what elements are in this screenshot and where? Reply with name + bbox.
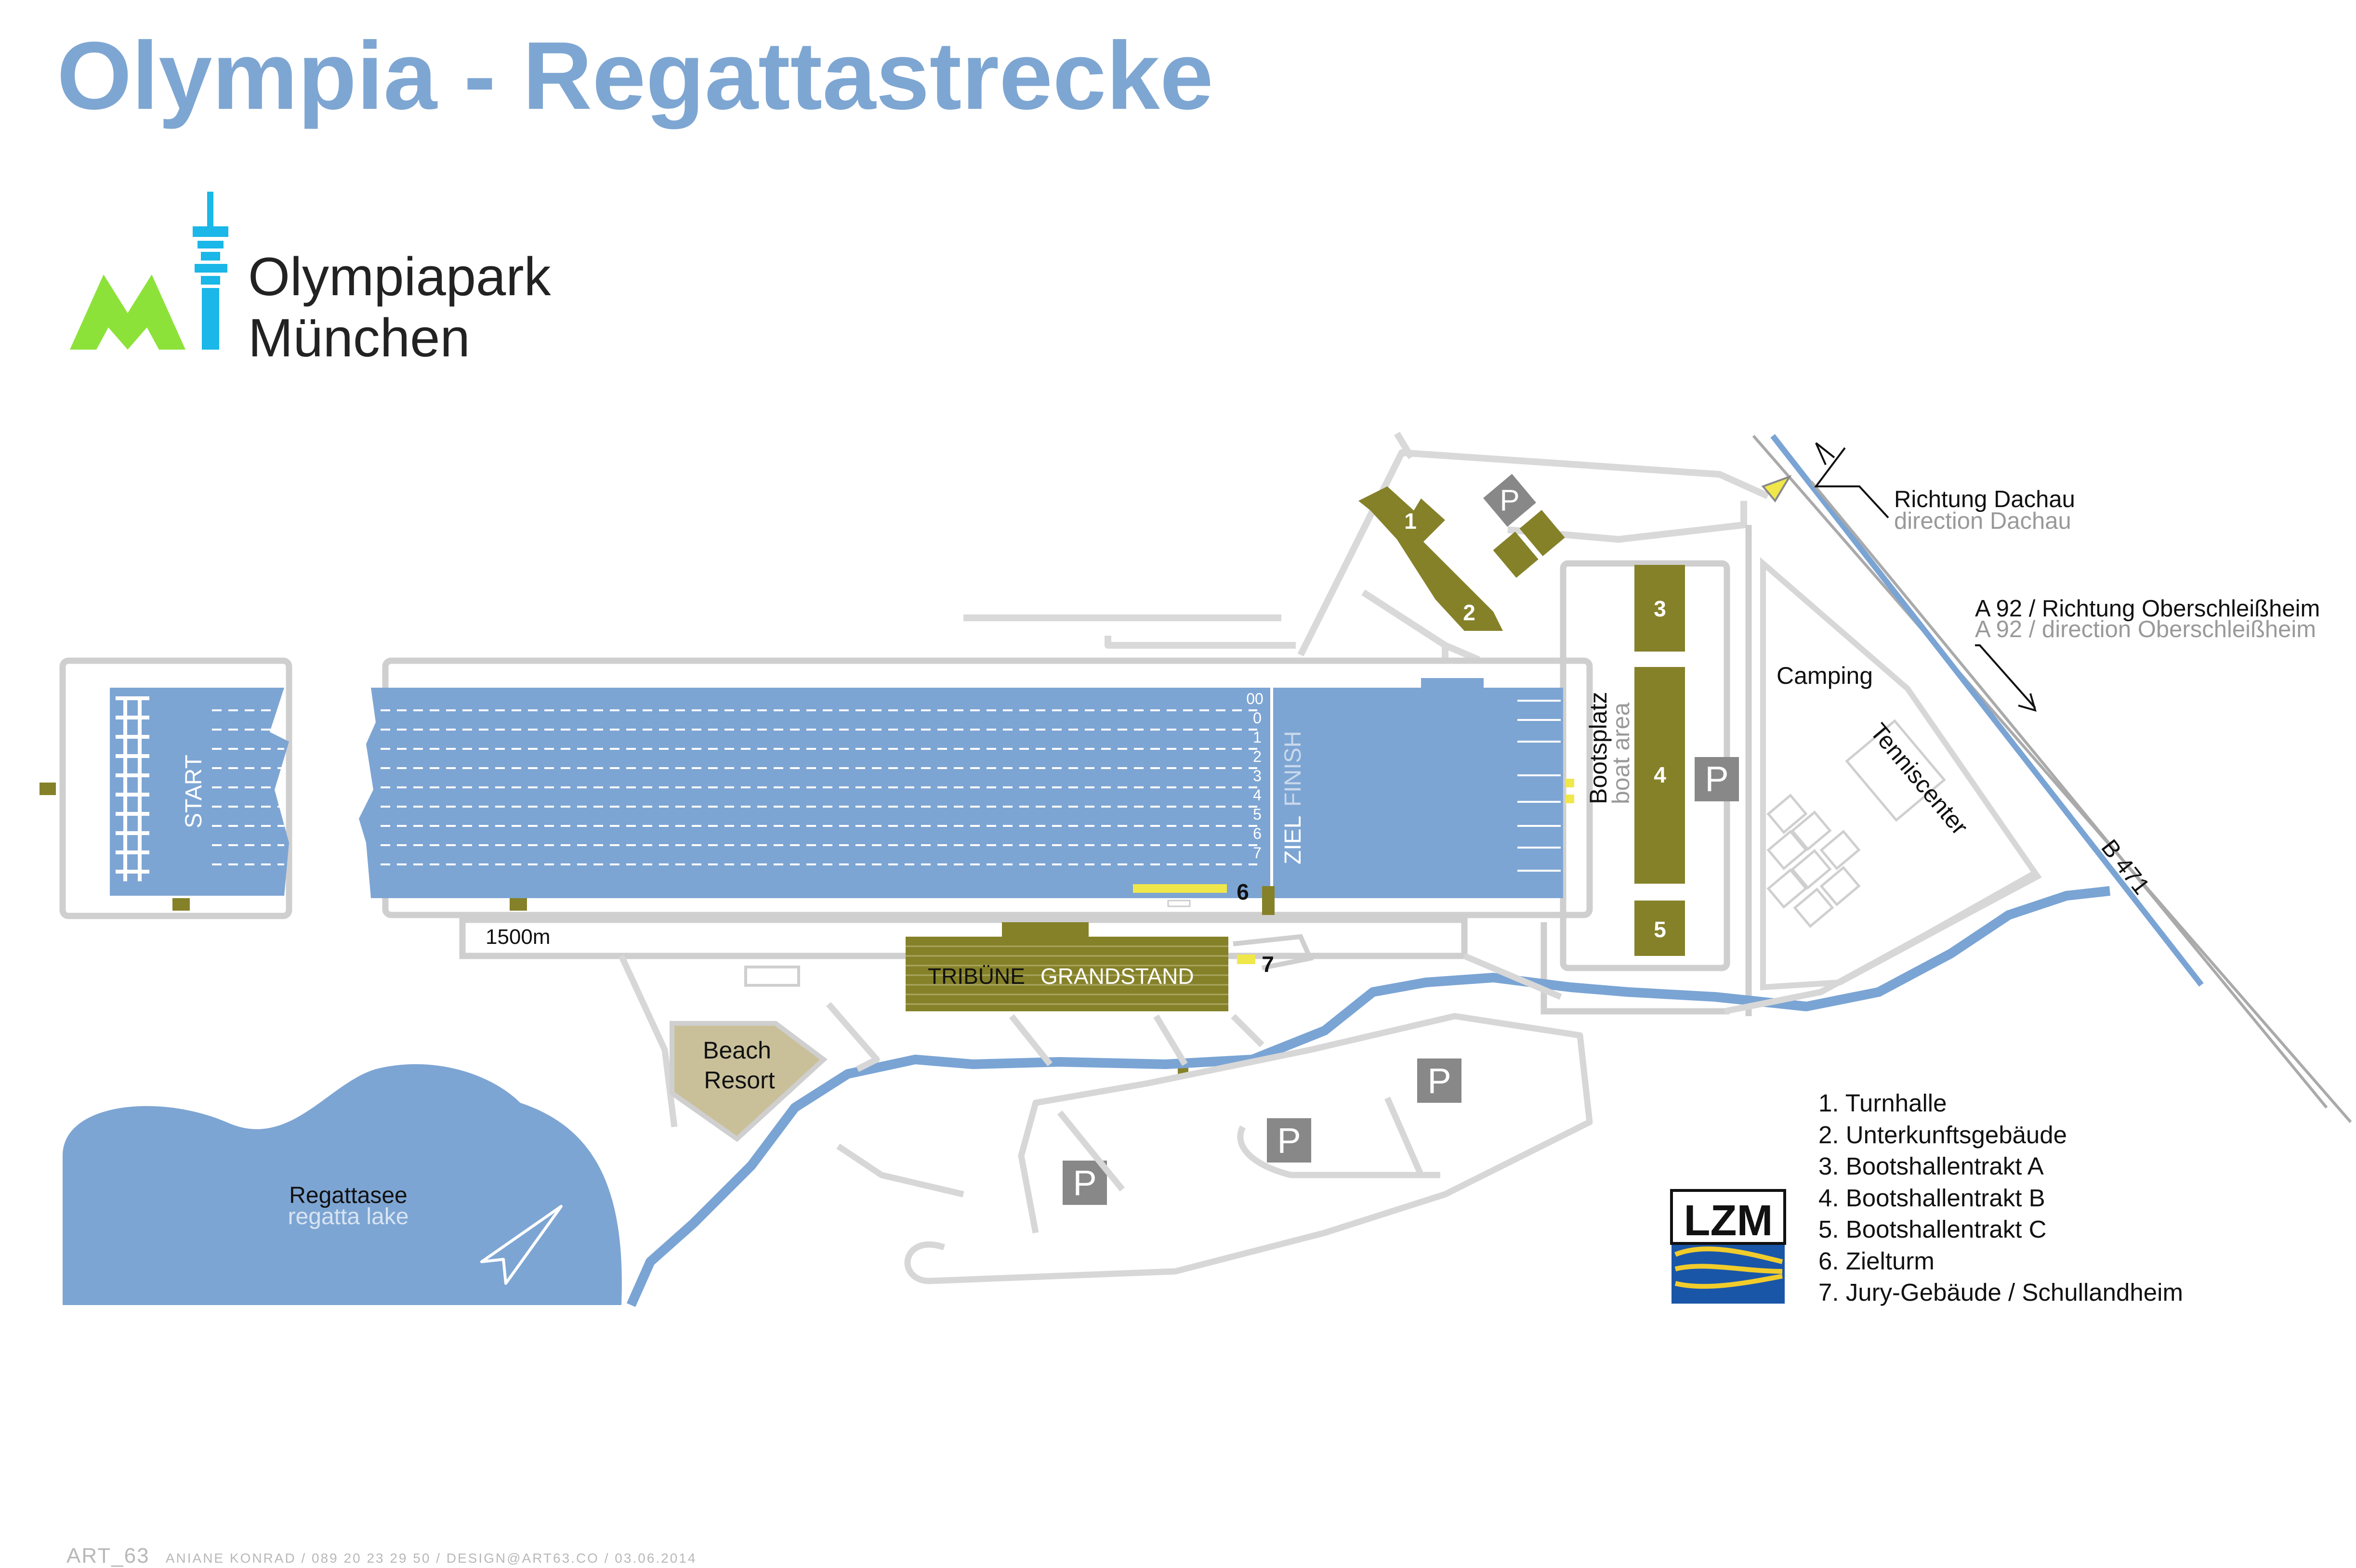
marker-1: 1 xyxy=(1404,509,1417,534)
lane-label: 6 xyxy=(1253,825,1262,842)
zielturm-base xyxy=(1167,900,1191,907)
marker-7: 7 xyxy=(1262,952,1274,977)
parking-south-2: P xyxy=(1267,1118,1311,1163)
parking-sign-label: P xyxy=(1277,1121,1301,1161)
lane-label: 5 xyxy=(1253,806,1262,823)
beach-resort: Beach Resort xyxy=(670,1021,828,1142)
direction-arrows xyxy=(1814,442,2037,712)
marker-5: 5 xyxy=(1654,917,1666,942)
legend: 1. Turnhalle 2. Unterkunftsgebäude 3. Bo… xyxy=(1818,1087,2183,1308)
direction-labels: Richtung Dachau direction Dachau A 92 / … xyxy=(1894,486,2320,900)
regatta-lake: Regattasee regatta lake xyxy=(63,1064,622,1305)
parking-north: P xyxy=(1483,474,1536,527)
lane-label: 4 xyxy=(1253,786,1262,804)
legend-item: 7. Jury-Gebäude / Schullandheim xyxy=(1818,1279,2183,1306)
small-structures xyxy=(39,783,1275,1076)
distance-label: 1500m xyxy=(486,925,551,949)
brand-wordmark: Olympiapark München xyxy=(248,247,551,368)
dachau-de: Richtung Dachau xyxy=(1894,486,2075,512)
footer-credit: ART_63 ANIANE KONRAD / 089 20 23 29 50 /… xyxy=(66,1544,697,1568)
legend-item: 2. Unterkunftsgebäude xyxy=(1818,1121,2067,1149)
start-label: START xyxy=(181,755,207,828)
lane-label: 1 xyxy=(1253,729,1262,746)
boat-area-en: boat area xyxy=(1607,703,1634,804)
dachau-en: direction Dachau xyxy=(1894,508,2071,534)
building-1 xyxy=(1358,486,1503,631)
a92-en: A 92 / direction Oberschleißheim xyxy=(1975,616,2316,642)
buildings xyxy=(1358,486,1685,956)
lane-label: 0 xyxy=(1253,709,1262,727)
lane-label: 00 xyxy=(1246,690,1264,707)
start-basin: START xyxy=(110,688,289,896)
a92-de: A 92 / Richtung Oberschleißheim xyxy=(1975,596,2320,622)
parking-sign-label: P xyxy=(1500,484,1519,517)
parking-south-1: P xyxy=(1417,1058,1461,1103)
parking-signs: P P P P P xyxy=(1063,474,1739,1205)
ziel-label: ZIEL xyxy=(1280,816,1306,864)
beach-label-2: Resort xyxy=(704,1067,775,1094)
tribune-en: GRANDSTAND xyxy=(1040,964,1194,989)
building-5 xyxy=(1634,901,1685,956)
beach-label-1: Beach xyxy=(703,1037,771,1064)
lane-label: 7 xyxy=(1253,844,1262,862)
lake-label-en: regatta lake xyxy=(288,1204,409,1229)
footer-text: ANIANE KONRAD / 089 20 23 29 50 / DESIGN… xyxy=(165,1551,697,1566)
parking-south-3: P xyxy=(1063,1161,1107,1205)
legend-item: 6. Zielturm xyxy=(1818,1247,1935,1275)
marker-4: 4 xyxy=(1654,762,1666,787)
building-4 xyxy=(1634,667,1685,884)
camping-label: Camping xyxy=(1777,662,1873,689)
marker-2: 2 xyxy=(1463,600,1475,625)
lane-label: 3 xyxy=(1253,767,1262,784)
zielturm-bar xyxy=(1133,884,1227,893)
northern-roads xyxy=(963,431,1769,663)
dachau-arrow xyxy=(1761,475,1792,503)
marker-3: 3 xyxy=(1654,596,1666,621)
boat-area-markers xyxy=(1566,779,1574,803)
finish-label: FINISH xyxy=(1280,731,1306,807)
lzm-text: LZM xyxy=(1684,1197,1773,1245)
footer-brand: ART_63 xyxy=(66,1544,150,1568)
tribune: TRIBÜNE GRANDSTAND xyxy=(906,922,1228,1011)
legend-item: 1. Turnhalle xyxy=(1818,1089,1947,1117)
parking-sign-label: P xyxy=(1705,759,1728,799)
brand-line-2: München xyxy=(248,307,470,368)
legend-item: 3. Bootshallentrakt A xyxy=(1818,1152,2044,1180)
paper-plane-icon xyxy=(480,1205,563,1285)
legend-item: 4. Bootshallentrakt B xyxy=(1818,1184,2045,1212)
tribune-de: TRIBÜNE xyxy=(928,964,1025,989)
olympiapark-logo xyxy=(70,192,228,350)
brand-line-1: Olympiapark xyxy=(248,247,551,307)
parking-sign-label: P xyxy=(1073,1163,1096,1203)
camping-area xyxy=(1760,557,2042,991)
main-course: 00 0 1 2 3 4 5 6 7 ZIEL FINISH xyxy=(359,678,1563,898)
tennis-courts xyxy=(1766,719,1946,928)
lane-label: 2 xyxy=(1253,748,1262,765)
lake-label-de: Regattasee xyxy=(289,1183,408,1208)
legend-item: 5. Bootshallentrakt C xyxy=(1818,1215,2047,1243)
building-3 xyxy=(1634,565,1685,652)
parking-east: P xyxy=(1695,757,1739,801)
southern-roads xyxy=(619,869,2040,1284)
lzm-logo: LZM xyxy=(1670,1189,1786,1304)
parking-sign-label: P xyxy=(1427,1061,1451,1101)
highway-b471 xyxy=(1752,434,2352,1123)
distance-platform xyxy=(744,966,800,987)
river xyxy=(626,886,2111,1307)
page-title: Olympia - Regattastrecke xyxy=(57,22,1213,130)
jury-building xyxy=(1237,954,1255,964)
boat-area-de: Bootsplatz xyxy=(1585,692,1612,804)
marker-6: 6 xyxy=(1237,879,1249,904)
